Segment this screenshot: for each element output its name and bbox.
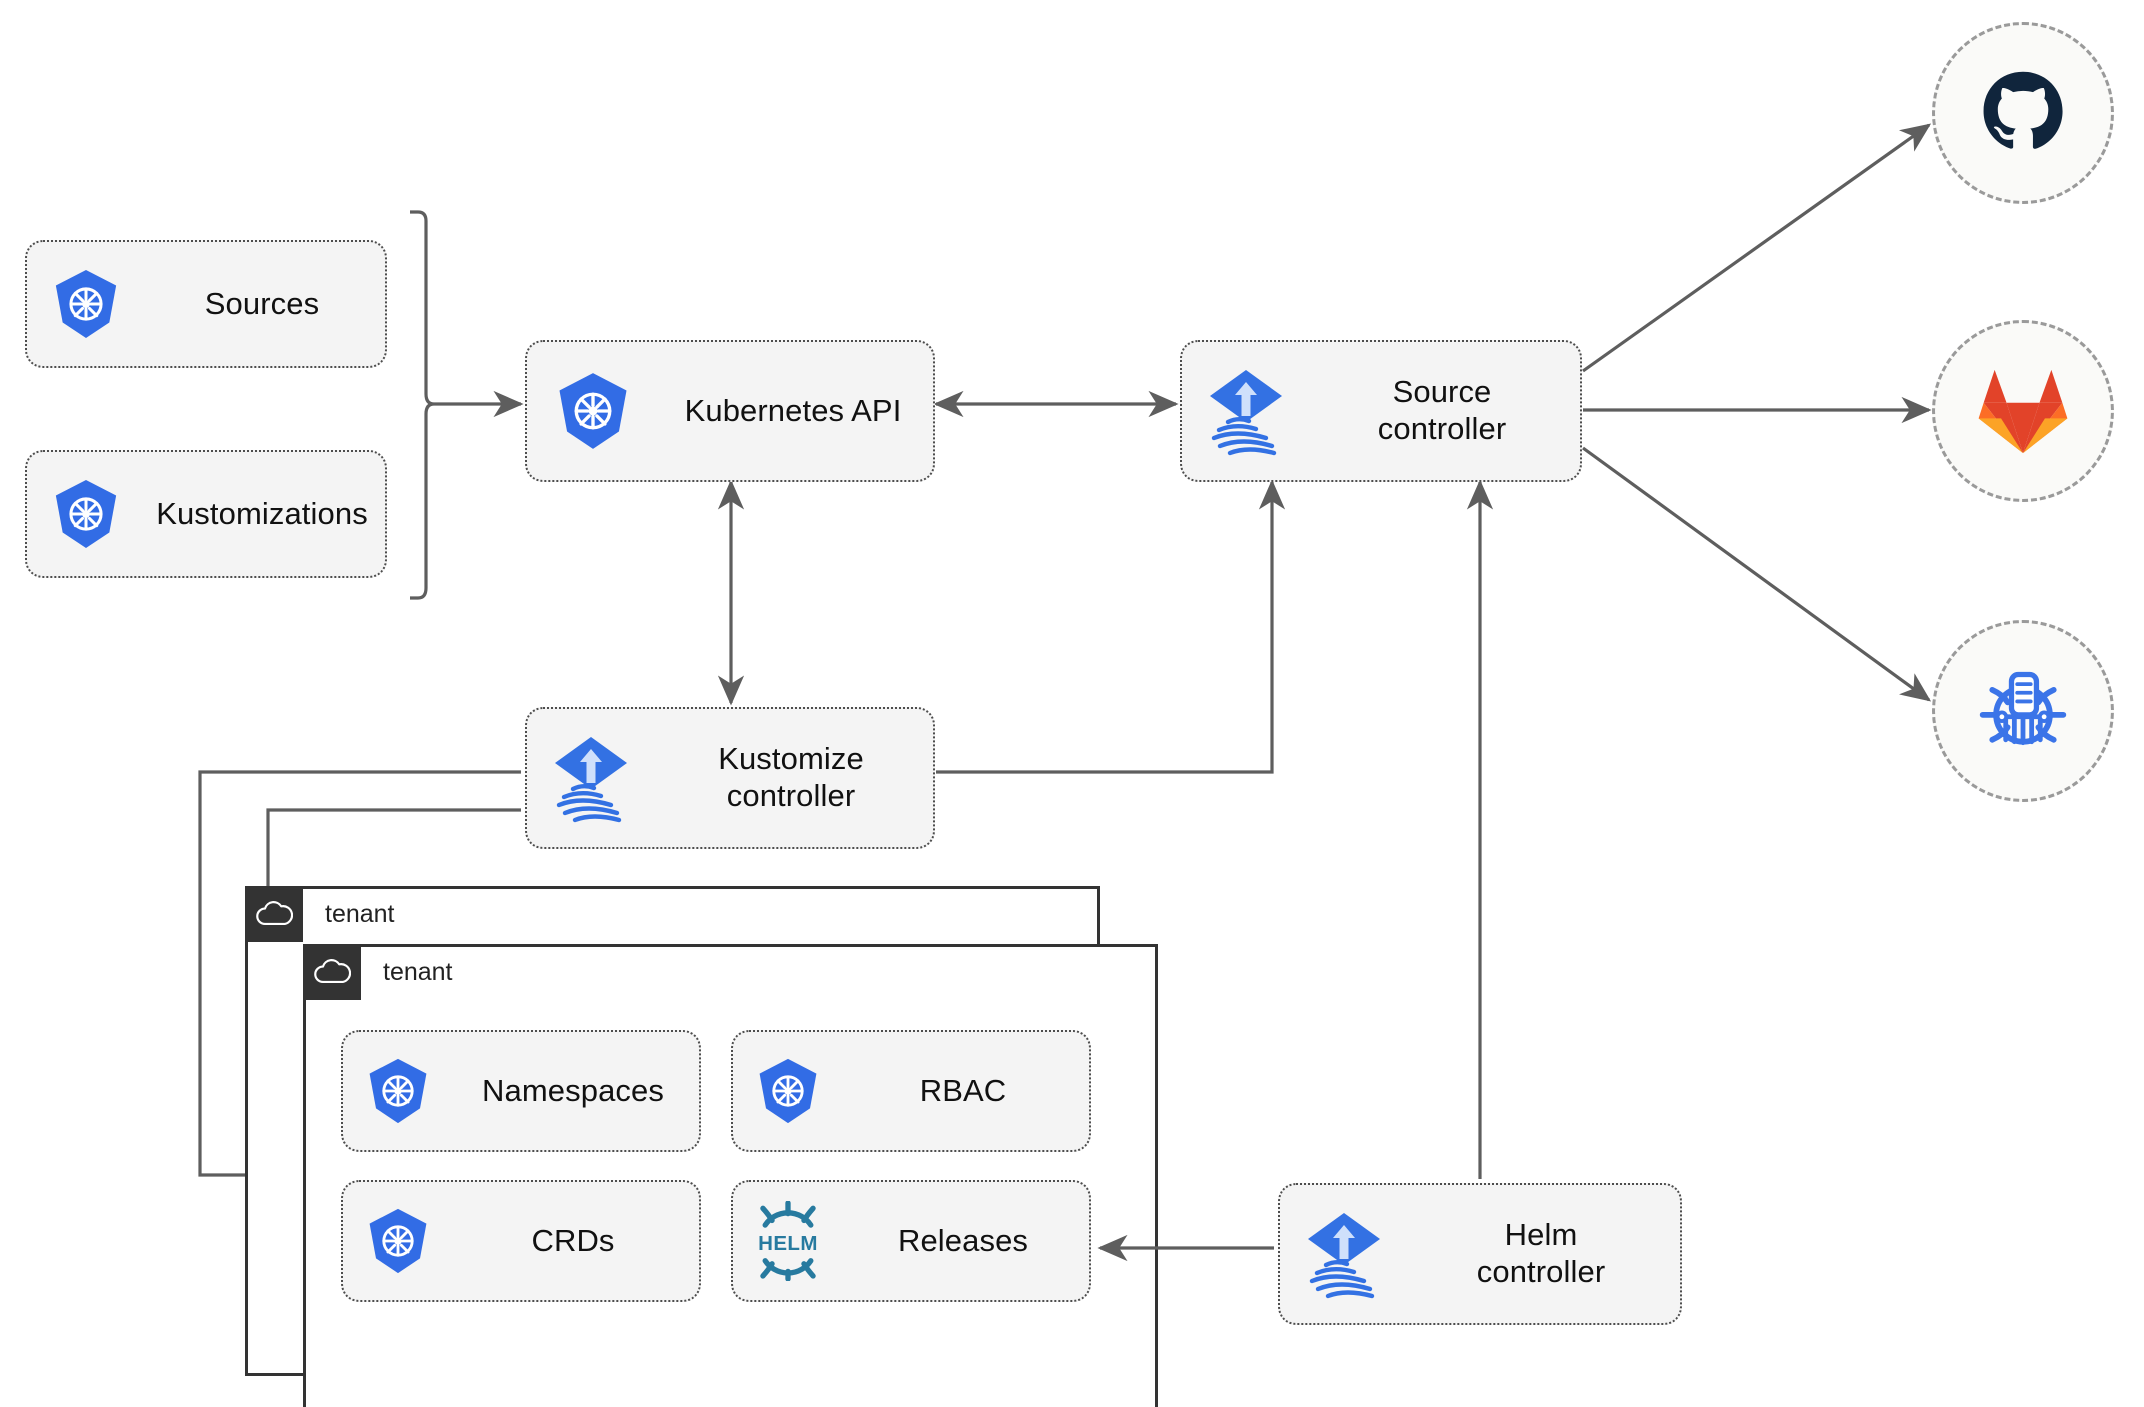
kubernetes-icon (343, 1057, 453, 1125)
helm-repository-icon (1979, 671, 2067, 746)
kubernetes-icon (27, 478, 145, 550)
node-label-kubernetes-api: Kubernetes API (684, 392, 902, 428)
source-circle-helm-repository[interactable] (1932, 620, 2114, 802)
resource-label-releases: Releases (897, 1222, 1029, 1258)
node-label-helm-controller: Helm controller (1476, 1217, 1606, 1289)
tenant-box-front[interactable]: tenant (303, 944, 1158, 1407)
edge-kustomize-controller-to-source-controller (936, 479, 1286, 774)
node-helm-controller[interactable]: Helm controller (1278, 1183, 1682, 1325)
node-kustomize-controller[interactable]: Kustomize controller (525, 707, 935, 849)
resource-box-rbac[interactable]: RBAC (731, 1030, 1091, 1152)
kubernetes-icon (527, 371, 659, 451)
resource-box-namespaces[interactable]: Namespaces (341, 1030, 701, 1152)
kubernetes-icon (343, 1207, 453, 1275)
node-source-controller[interactable]: Source controller (1180, 340, 1582, 482)
gitlab-icon (1978, 369, 2068, 454)
resource-label-namespaces: Namespaces (482, 1072, 664, 1108)
edge-source-controller-to-bucket (1582, 446, 1932, 702)
source-circle-gitlab[interactable] (1932, 320, 2114, 502)
resource-box-sources[interactable]: Sources (25, 240, 387, 368)
node-kubernetes-api[interactable]: Kubernetes API (525, 340, 935, 482)
resource-box-kustomizations[interactable]: Kustomizations (25, 450, 387, 578)
resource-label-sources: Sources (204, 285, 320, 321)
resource-box-crds[interactable]: CRDs (341, 1180, 701, 1302)
resource-label-kustomizations: Kustomizations (156, 495, 368, 531)
kubernetes-icon (733, 1057, 843, 1125)
resource-label-rbac: RBAC (919, 1072, 1007, 1108)
node-label-kustomize-controller: Kustomize controller (718, 741, 864, 813)
edge-source-controller-to-github (1582, 123, 1932, 373)
flux-icon (527, 733, 655, 823)
github-icon (1983, 71, 2063, 149)
node-label-source-controller: Source controller (1377, 374, 1507, 446)
kubernetes-icon (27, 268, 145, 340)
source-circle-github[interactable] (1932, 22, 2114, 204)
resource-label-crds: CRDs (531, 1222, 615, 1258)
resource-box-releases[interactable]: HELM Releases (731, 1180, 1091, 1302)
helm-icon: HELM (733, 1201, 843, 1281)
svg-text:HELM: HELM (758, 1232, 818, 1255)
flux-icon (1182, 366, 1310, 456)
flux-icon (1280, 1209, 1408, 1299)
